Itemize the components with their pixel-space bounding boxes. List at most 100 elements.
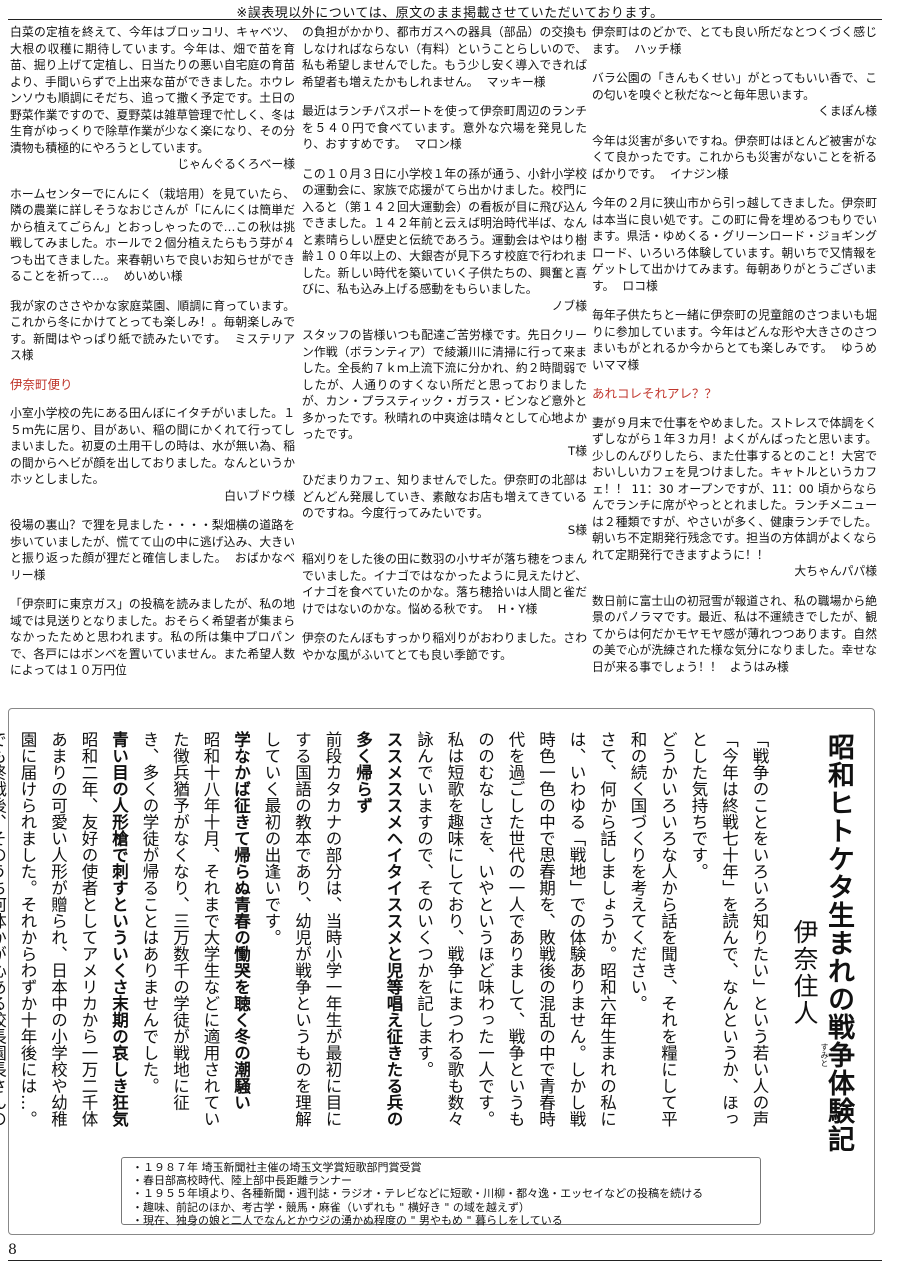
bio-item: 趣味、前記のほか、考古学・競馬・麻雀（いずれも " 横好き " の域を越えず） xyxy=(132,1201,760,1214)
essay-paragraph: 前段カタカナの部分は、当時小学一年生が最初に目にする国語の教本であり、幼児が戦争… xyxy=(262,731,342,1127)
reader-post: 小室小学校の先にある田んぼにイタチがいました。１５ｍ先に居り、目があい、稲の間に… xyxy=(10,405,295,504)
post-body: 役場の裏山？で狸を見ました・・・・梨畑横の道路を歩いていましたが、慌てて山の中に… xyxy=(10,518,295,565)
reader-post: 我が家のささやかな家庭菜園、順調に育っています。これから冬にかけてとっても楽しみ… xyxy=(10,298,295,364)
post-text: 妻が９月末で仕事をやめました。ストレスで体調をくずしながら１年３カ月！よくがんば… xyxy=(592,415,877,564)
reader-post: の負担がかかり、都市ガスへの器具（部品）の交換もしなければならない（有料）という… xyxy=(302,24,587,90)
post-text: 白菜の定植を終えて、今年はブロッコリ、キャベツ、大根の収穫に期待しています。今年… xyxy=(10,24,295,156)
post-signature: マッキー様 xyxy=(486,74,546,89)
reader-post: 最近はランチパスポートを使って伊奈町周辺のランチを５４０円で食べています。意外な… xyxy=(302,103,587,153)
reader-post: 伊奈町はのどかで、とても良い所だなとつくづく感じます。ハッチ様 xyxy=(592,24,877,57)
reader-post: 「伊奈町に東京ガス」の投稿を読みましたが、私の地域では見送りとなりました。おそら… xyxy=(10,596,295,679)
essay-paragraph: 昭和二年、友好の使者としてアメリカから一万二千体あまりの可愛い人形が贈られ、日本… xyxy=(18,731,98,1127)
reader-post: スタッフの皆様いつも配達ご苦労様です。先日クリーン作戦（ボランティア）で綾瀬川に… xyxy=(302,327,587,459)
post-body: 最近はランチパスポートを使って伊奈町周辺のランチを５４０円で食べています。意外な… xyxy=(302,104,587,151)
post-text: ひだまりカフェ、知りませんでした。伊奈町の北部はどんどん発展していき、素敵なお店… xyxy=(302,472,587,522)
essay-tanka: 学なかば征きて帰らぬ青春の慟哭を聴く冬の潮騒い xyxy=(231,731,251,1111)
post-text: 伊奈のたんぼもすっかり稲刈りがおわりました。さわやかな風がふいてとても良い季節で… xyxy=(302,630,587,663)
post-text: 小室小学校の先にある田んぼにイタチがいました。１５ｍ先に居り、目があい、稲の間に… xyxy=(10,405,295,488)
author-bio-list: １９８７年 埼玉新聞社主催の埼玉文学賞短歌部門賞受賞春日部高校時代、陸上部中長距… xyxy=(132,1161,760,1227)
post-body: この１０月３日に小学校１年の孫が通う、小針小学校の運動会に、家族で応援がてら出か… xyxy=(302,166,587,297)
post-body: ひだまりカフェ、知りませんでした。伊奈町の北部はどんどん発展していき、素敵なお店… xyxy=(302,473,587,520)
post-signature: おばかなベリー様 xyxy=(10,551,295,582)
essay-tanka: 青い目の人形槍で刺すといういくさ末期の哀しき狂気 xyxy=(109,731,129,1127)
post-signature: T様 xyxy=(567,443,587,458)
post-text: 稲刈りをした後の田に数羽の小サギが落ち穂をつまんでいました。イナゴではなかったよ… xyxy=(302,551,587,617)
post-signature: ようはみ様 xyxy=(729,659,789,674)
post-body: 伊奈町はのどかで、とても良い所だなとつくづく感じます。 xyxy=(592,25,877,56)
post-text: 伊奈町はのどかで、とても良い所だなとつくづく感じます。ハッチ様 xyxy=(592,24,877,57)
post-signature: マロン様 xyxy=(414,137,462,151)
post-body: 我が家のささやかな家庭菜園、順調に育っています。これから冬にかけてとっても楽しみ… xyxy=(10,298,295,346)
post-signature: H・Y様 xyxy=(497,601,538,616)
reader-post: 伊奈のたんぼもすっかり稲刈りがおわりました。さわやかな風がふいてとても良い季節で… xyxy=(302,630,587,663)
essay-paragraph: でも終戦後、そのうち何体かが心ある校長園長さんの職を賭して、いや当時の国情を考え… xyxy=(0,731,7,1127)
reader-post: 今年は災害が多いですね。伊奈町はほとんど被害がなくて良かったです。これからも災害… xyxy=(592,133,877,183)
post-body: 数日前に富士山の初冠雪が報道され、私の職場から絶景のパノラマです。最近、私は不運… xyxy=(592,593,877,674)
section-heading: あれコレそれアレ？？ xyxy=(592,386,718,401)
post-text: 我が家のささやかな家庭菜園、順調に育っています。これから冬にかけてとっても楽しみ… xyxy=(10,298,295,364)
post-text: スタッフの皆様いつも配達ご苦労様です。先日クリーン作戦（ボランティア）で綾瀬川に… xyxy=(302,327,587,443)
reader-column-2: の負担がかかり、都市ガスへの器具（部品）の交換もしなければならない（有料）という… xyxy=(302,24,587,676)
post-text: 今年の２月に狭山市から引っ越してきました。伊奈町は本当に良い処です。この町に骨を… xyxy=(592,195,877,294)
page-notice: ※誤表現以外については、原文のまま掲載させていただいております。 xyxy=(236,6,664,21)
post-body: の負担がかかり、都市ガスへの器具（部品）の交換もしなければならない（有料）という… xyxy=(302,25,587,89)
section-heading: 伊奈町便り xyxy=(10,376,73,392)
essay-box: 昭和ヒトケタ生まれの戦争体験記 伊奈住人 すみと 「戦争のことをいろいろ知りたい… xyxy=(0,708,875,1235)
post-signature: じゃんぐるくろべー様 xyxy=(177,157,295,171)
essay-paragraph: 「戦争のことをいろいろ知りたい」という若い人の声「今年は終戦七十年」を読んで、な… xyxy=(689,731,769,1127)
essay-paragraph: どうかいろいろな人から話を聞き、それを糧にして平和の続く国づくりを考えてください… xyxy=(628,731,678,1127)
reader-post: ホームセンターでにんにく（栽培用）を見ていたら、隣の農業に詳しそうなおじさんが「… xyxy=(10,186,295,285)
bio-item: 現在、独身の娘と二人でなんとかウジの湧かぬ程度の " 男やもめ " 暮らしをして… xyxy=(132,1214,760,1227)
bottom-rule xyxy=(8,1260,882,1261)
post-body: 白菜の定植を終えて、今年はブロッコリ、キャベツ、大根の収穫に期待しています。今年… xyxy=(10,25,295,155)
reader-post: 稲刈りをした後の田に数羽の小サギが落ち穂をつまんでいました。イナゴではなかったよ… xyxy=(302,551,587,617)
reader-post: バラ公園の「きんもくせい」がとってもいい香で、この匂いを嗅ぐと秋だな〜と毎年思い… xyxy=(592,70,877,120)
post-text: 数日前に富士山の初冠雪が報道され、私の職場から絶景のパノラマです。最近、私は不運… xyxy=(592,593,877,676)
post-body: 毎年子供たちと一緒に伊奈町の児童館のさつまいも堀りに参加しています。今年はどんな… xyxy=(592,308,877,355)
post-signature: ミステリアス様 xyxy=(10,331,295,363)
post-text: この１０月３日に小学校１年の孫が通う、小針小学校の運動会に、家族で応援がてら出か… xyxy=(302,166,587,298)
post-text: ホームセンターでにんにく（栽培用）を見ていたら、隣の農業に詳しそうなおじさんが「… xyxy=(10,186,295,285)
post-body: スタッフの皆様いつも配達ご苦労様です。先日クリーン作戦（ボランティア）で綾瀬川に… xyxy=(302,328,587,441)
post-signature: S様 xyxy=(567,522,587,537)
post-signature: ハッチ様 xyxy=(634,41,682,56)
post-signature: ゆうめいママ様 xyxy=(592,341,877,372)
reader-post: 妻が９月末で仕事をやめました。ストレスで体調をくずしながら１年３カ月！よくがんば… xyxy=(592,415,877,580)
essay-author-ruby: すみと xyxy=(820,1043,829,1067)
post-signature: イナジン様 xyxy=(669,166,729,181)
post-body: ホームセンターでにんにく（栽培用）を見ていたら、隣の農業に詳しそうなおじさんが「… xyxy=(10,186,295,284)
author-bio-box: １９８７年 埼玉新聞社主催の埼玉文学賞短歌部門賞受賞春日部高校時代、陸上部中長距… xyxy=(121,1157,761,1227)
post-body: 稲刈りをした後の田に数羽の小サギが落ち穂をつまんでいました。イナゴではなかったよ… xyxy=(302,552,587,616)
reader-post: 白菜の定植を終えて、今年はブロッコリ、キャベツ、大根の収穫に期待しています。今年… xyxy=(10,24,295,173)
post-body: 「伊奈町に東京ガス」の投稿を読みましたが、私の地域では見送りとなりました。おそら… xyxy=(10,597,295,677)
post-text: 「伊奈町に東京ガス」の投稿を読みましたが、私の地域では見送りとなりました。おそら… xyxy=(10,596,295,679)
post-body: 妻が９月末で仕事をやめました。ストレスで体調をくずしながら１年３カ月！よくがんば… xyxy=(592,415,877,562)
post-body: 今年は災害が多いですね。伊奈町はほとんど被害がなくて良かったです。これからも災害… xyxy=(592,133,877,181)
essay-paragraph: さて、何から話しましょうか。昭和六年生まれの私には、いわゆる「戦地」での体験あり… xyxy=(475,731,617,1127)
bio-item: １９８７年 埼玉新聞社主催の埼玉文学賞短歌部門賞受賞 xyxy=(132,1161,760,1174)
post-text: 役場の裏山？で狸を見ました・・・・梨畑横の道路を歩いていましたが、慌てて山の中に… xyxy=(10,517,295,583)
essay-paragraph: 私は短歌を趣味にしており、戦争にまつわる歌も数々詠んでいますので、そのいくつかを… xyxy=(414,731,465,1127)
post-body: 伊奈のたんぼもすっかり稲刈りがおわりました。さわやかな風がふいてとても良い季節で… xyxy=(302,631,587,662)
essay-body: 「戦争のことをいろいろ知りたい」という若い人の声「今年は終戦七十年」を読んで、な… xyxy=(0,731,774,1143)
reader-post: 毎年子供たちと一緒に伊奈町の児童館のさつまいも堀りに参加しています。今年はどんな… xyxy=(592,307,877,373)
post-signature: 大ちゃんパパ様 xyxy=(794,564,877,578)
post-text: の負担がかかり、都市ガスへの器具（部品）の交換もしなければならない（有料）という… xyxy=(302,24,587,90)
reader-post: 数日前に富士山の初冠雪が報道され、私の職場から絶景のパノラマです。最近、私は不運… xyxy=(592,593,877,676)
post-text: バラ公園の「きんもくせい」がとってもいい香で、この匂いを嗅ぐと秋だな〜と毎年思い… xyxy=(592,70,877,103)
essay-author: 伊奈住人 xyxy=(790,919,819,1027)
reader-column-1: 白菜の定植を終えて、今年はブロッコリ、キャベツ、大根の収穫に期待しています。今年… xyxy=(10,24,295,692)
bio-item: １９５５年頃より、各種新聞・週刊誌・ラジオ・テレビなどに短歌・川柳・都々逸・エッ… xyxy=(132,1187,760,1200)
post-text: 最近はランチパスポートを使って伊奈町周辺のランチを５４０円で食べています。意外な… xyxy=(302,103,587,153)
post-body: 小室小学校の先にある田んぼにイタチがいました。１５ｍ先に居り、目があい、稲の間に… xyxy=(10,406,295,486)
essay-paragraph: 昭和十八年十月、それまで大学生などに適用されていた徴兵猶予がなくなり、三万数千の… xyxy=(140,731,220,1127)
post-signature: ノブ様 xyxy=(551,298,587,313)
post-text: 今年は災害が多いですね。伊奈町はほとんど被害がなくて良かったです。これからも災害… xyxy=(592,133,877,183)
reader-post: この１０月３日に小学校１年の孫が通う、小針小学校の運動会に、家族で応援がてら出か… xyxy=(302,166,587,315)
top-rule xyxy=(8,19,882,20)
essay-tanka: ススメススメヘイタイススメと児等唱え征きたる兵の多く帰らず xyxy=(353,731,404,1127)
essay-title: 昭和ヒトケタ生まれの戦争体験記 xyxy=(823,733,854,1153)
post-body: 今年の２月に狭山市から引っ越してきました。伊奈町は本当に良い処です。この町に骨を… xyxy=(592,196,877,293)
reader-post: 役場の裏山？で狸を見ました・・・・梨畑横の道路を歩いていましたが、慌てて山の中に… xyxy=(10,517,295,583)
reader-post: 今年の２月に狭山市から引っ越してきました。伊奈町は本当に良い処です。この町に骨を… xyxy=(592,195,877,294)
